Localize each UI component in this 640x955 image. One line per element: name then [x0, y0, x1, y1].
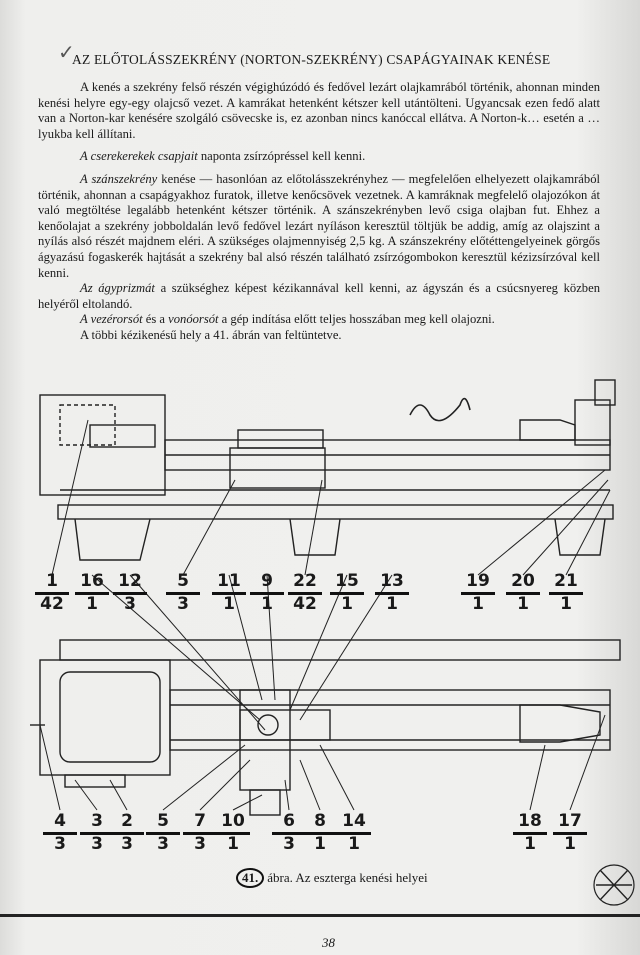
section-title: AZ ELŐTOLÁSSZEKRÉNY (NORTON-SZEKRÉNY) CS…: [72, 52, 551, 67]
check-mark-icon: ✓: [58, 40, 75, 64]
leader-lines: [39, 419, 611, 811]
numerator: 5: [146, 812, 180, 835]
emphasis: Az ágyprizmát: [80, 281, 155, 296]
numerator: 11: [212, 572, 246, 595]
star-stamp-icon: [593, 864, 635, 906]
paragraph-norton: A kenés a szekrény felső részén végighúz…: [38, 80, 600, 141]
text: a szükséghez képest kézikannával kell ke…: [38, 281, 600, 311]
figure-caption: 41.ábra. Az esztergа kenési helyei: [236, 868, 428, 888]
numerator: 8: [303, 812, 337, 835]
paragraph-other: A többi kézikenésű hely a 41. ábrán van …: [80, 327, 342, 342]
numerator: 18: [513, 812, 547, 835]
text: naponta zsírzópréssel kell kenni.: [197, 149, 366, 164]
denominator: 1: [386, 594, 398, 614]
numerator: 7: [183, 812, 217, 835]
scribble-icon: [409, 397, 471, 422]
denominator: 1: [223, 594, 235, 614]
text: a gép indítása előtt teljes hosszában me…: [218, 312, 495, 327]
denominator: 3: [124, 594, 136, 614]
lathe-front-view: [39, 379, 616, 561]
denominator: 1: [348, 834, 360, 854]
emphasis: A cserekerekek csapjait: [80, 149, 198, 164]
paragraph-screws: A vezérorsót és a vonóorsót a gép indítá…: [38, 312, 600, 328]
text: kenése — hasonlóan az előtolásszekrényhe…: [38, 171, 600, 280]
paragraph-bed: Az ágyprizmát a szükséghez képest kézika…: [38, 281, 600, 312]
numerator: 16: [75, 572, 109, 595]
text: és a: [142, 312, 169, 327]
denominator: 1: [517, 594, 529, 614]
denominator: 3: [283, 834, 295, 854]
denominator: 3: [91, 834, 103, 854]
emphasis: A vezérorsót: [80, 312, 143, 327]
denominator: 1: [314, 834, 326, 854]
numerator: 2: [110, 812, 144, 835]
emphasis: A szánszekrény: [80, 171, 158, 186]
page-divider: [0, 914, 640, 917]
denominator: 1: [261, 594, 273, 614]
numerator: 12: [113, 572, 147, 595]
caption-text: ábra. Az esztergа kenési helyei: [267, 870, 428, 885]
denominator: 1: [564, 834, 576, 854]
numerator: 4: [43, 812, 77, 835]
denominator: 42: [40, 594, 64, 614]
numerator: 1: [35, 572, 69, 595]
numerator: 9: [250, 572, 284, 595]
denominator: 3: [54, 834, 66, 854]
numerator: 19: [461, 572, 495, 595]
numerator: 17: [553, 812, 587, 835]
page-number: 38: [322, 935, 335, 950]
denominator: 1: [341, 594, 353, 614]
figure-number: 41.: [236, 868, 265, 888]
numerator: 6: [272, 812, 306, 835]
numerator: 14: [337, 812, 371, 835]
denominator: 3: [177, 594, 189, 614]
paragraph-apron: A szánszekrény kenése — hasonlóan az elő…: [38, 172, 600, 281]
paragraph-change-gears: A cserekerekek csapjait naponta zsírzópr…: [38, 149, 600, 165]
numerator: 5: [166, 572, 200, 595]
denominator: 1: [86, 594, 98, 614]
numerator: 13: [375, 572, 409, 595]
body-text-top: A kenés a szekrény felső részén végighúz…: [38, 80, 600, 344]
denominator: 1: [524, 834, 536, 854]
numerator: 21: [549, 572, 583, 595]
denominator: 42: [293, 594, 317, 614]
numerator: 3: [80, 812, 114, 835]
emphasis: vonóorsót: [168, 312, 219, 327]
numerator: 22: [288, 572, 322, 595]
denominator: 3: [157, 834, 169, 854]
lathe-top-view: [30, 639, 621, 816]
denominator: 1: [227, 834, 239, 854]
denominator: 3: [121, 834, 133, 854]
numerator: 10: [216, 812, 250, 835]
numerator: 15: [330, 572, 364, 595]
denominator: 1: [472, 594, 484, 614]
numerator: 20: [506, 572, 540, 595]
denominator: 3: [194, 834, 206, 854]
denominator: 1: [560, 594, 572, 614]
